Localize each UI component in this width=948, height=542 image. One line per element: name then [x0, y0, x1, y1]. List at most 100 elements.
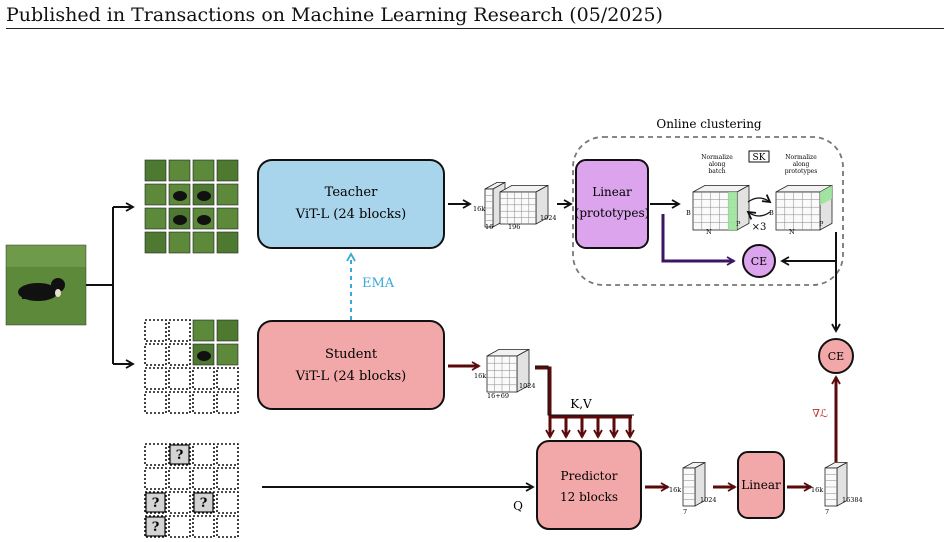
student-tensor-dim-c: 1024: [519, 382, 536, 390]
dog-fragment: [197, 215, 211, 225]
teacher-tensor-dim-a: 16k: [473, 205, 485, 213]
query-token-cell: [193, 492, 214, 513]
patch-cell: [144, 159, 167, 182]
pred-tensor-dim-b: 7: [683, 508, 687, 516]
cluster2-dim-n: N: [789, 228, 795, 236]
ce-circle-bottom: CE: [818, 338, 854, 374]
patch-cell: [192, 159, 215, 182]
ce-top-label: CE: [751, 255, 767, 268]
patch-cell: [216, 443, 239, 466]
patch-cell: [192, 319, 215, 342]
normalize-prototypes-line3: prototypes: [785, 168, 818, 175]
dog-fragment: [173, 215, 187, 225]
cluster2-dim-b: B: [769, 209, 774, 217]
query-token-mark: ?: [200, 496, 208, 511]
predictor-box: Predictor 12 blocks: [536, 440, 642, 530]
tensor-face-front: [775, 191, 821, 231]
kv-routing-outline: [535, 365, 634, 416]
ema-label: EMA: [362, 276, 395, 291]
query-token-mark: ?: [152, 496, 160, 511]
query-token-mark: ?: [176, 448, 184, 463]
cluster1-dim-n: N: [706, 228, 712, 236]
patch-cell: [216, 183, 239, 206]
student-tensor-dim-b: 16+69: [487, 392, 509, 400]
times-three-label: ×3: [752, 222, 767, 233]
online-clustering-region: Online clustering: [572, 117, 844, 286]
predictor-output-tensor: [682, 461, 706, 507]
cluster-to-ce-arrows: [780, 232, 841, 333]
tensor-face-front: [499, 191, 537, 225]
linear-prototypes-sublabel: (prototypes): [575, 206, 650, 220]
input-photo: [5, 244, 87, 326]
predictor-sublabel: 12 blocks: [560, 490, 618, 504]
query-token-cell: [145, 492, 166, 513]
normalize-batch-line2: along: [709, 161, 726, 168]
cluster1-dim-b: B: [686, 209, 691, 217]
sinkhorn-cycle-arrows: [746, 194, 772, 220]
dog-fragment: [197, 351, 211, 361]
tensor-highlight: [820, 185, 832, 206]
patch-cell: [216, 231, 239, 254]
out-tensor-dim-c: 16384: [842, 496, 863, 504]
patch-cell: [144, 207, 167, 230]
patch-cell: [144, 343, 167, 366]
linear-prototypes-label: Linear: [592, 185, 632, 199]
tensor-highlight: [728, 192, 737, 230]
predictor-label: Predictor: [561, 469, 618, 483]
query-token-mark: ?: [152, 520, 160, 535]
gradient-label: ∇ℒ: [812, 407, 828, 420]
linear-prototypes-box: Linear (prototypes): [575, 159, 650, 249]
student-tensor-dim-a: 16k: [474, 372, 486, 380]
teacher-tensor-dim-b: 16: [485, 223, 493, 231]
patch-cell: [144, 183, 167, 206]
sk-label-box: SK: [748, 150, 770, 163]
patch-cell: [144, 319, 167, 342]
ce-circle-top: CE: [742, 244, 776, 278]
kv-label: K,V: [570, 397, 592, 411]
teacher-sublabel: ViT-L (24 blocks): [295, 207, 406, 222]
patch-cell: [216, 491, 239, 514]
pred-tensor-dim-c: 1024: [700, 496, 717, 504]
patch-cell: [144, 443, 167, 466]
patch-cell: [192, 367, 215, 390]
ema-arrow: EMA: [346, 252, 395, 320]
dog-fragment: [173, 191, 187, 201]
prototypes-to-ce-arrow: [661, 214, 736, 266]
patch-cell: [192, 467, 215, 490]
linear-head-box: Linear: [737, 451, 785, 519]
normalize-batch-line1: Normalize: [701, 154, 733, 161]
teacher-output-tensor: [484, 181, 549, 228]
cluster-tensor-batch: [692, 184, 750, 231]
kv-routing-arrows: [535, 366, 635, 439]
patch-cell: [144, 467, 167, 490]
patch-cell: [144, 367, 167, 390]
normalize-batch-line3: batch: [708, 168, 725, 175]
normalize-prototypes-line1: Normalize: [785, 154, 817, 161]
student-output-tensor: [486, 348, 530, 393]
q-label: Q: [513, 499, 523, 513]
out-tensor-dim-b: 7: [825, 508, 829, 516]
student-sublabel: ViT-L (24 blocks): [295, 369, 406, 384]
teacher-encoder-box: Teacher ViT-L (24 blocks): [257, 159, 445, 249]
query-token-cell: [145, 516, 166, 537]
normalize-prototypes-line2: along: [793, 161, 810, 168]
patch-cell: [216, 467, 239, 490]
teacher-label: Teacher: [325, 185, 378, 200]
patch-cell: [168, 391, 191, 414]
cluster-tensor-prototypes: [775, 184, 833, 231]
patch-cell: [168, 467, 191, 490]
patch-cell: [192, 391, 215, 414]
final-output-tensor: [824, 461, 848, 507]
patch-cell: [168, 343, 191, 366]
patch-cell: [168, 367, 191, 390]
student-label: Student: [325, 347, 378, 362]
teacher-patch-grid: [144, 159, 239, 254]
patch-cell: [216, 367, 239, 390]
linear-head-label: Linear: [741, 478, 781, 492]
patch-cell: [216, 391, 239, 414]
student-encoder-box: Student ViT-L (24 blocks): [257, 320, 445, 410]
query-token-cell: [169, 444, 190, 465]
sk-label: SK: [753, 153, 766, 163]
pred-tensor-dim-a: 16k: [669, 486, 681, 494]
